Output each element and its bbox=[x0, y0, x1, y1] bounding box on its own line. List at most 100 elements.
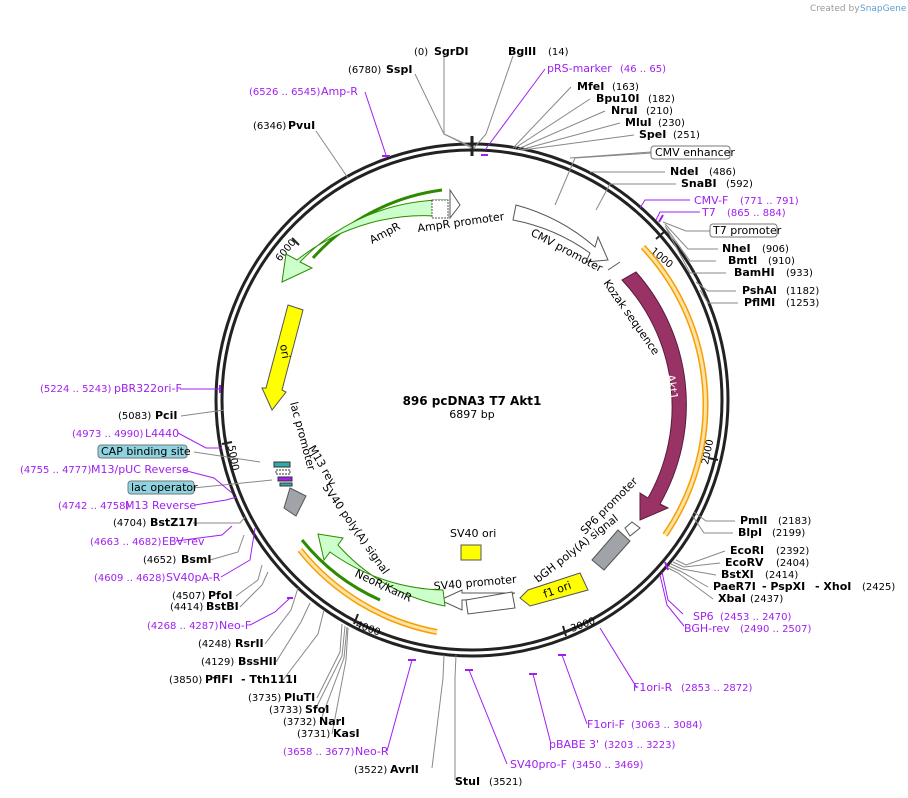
enzyme-ecori-pos: (2392) bbox=[776, 546, 809, 557]
primer-pbabe3-pos: (3203 .. 3223) bbox=[604, 740, 676, 751]
primer-sv40pa-r: SV40pA-R bbox=[166, 571, 221, 584]
enzyme-nari-pos: (3732) bbox=[283, 717, 316, 728]
tick-5000-mark bbox=[221, 441, 233, 445]
primer-ebv-rev-pos: (4663 .. 4682) bbox=[90, 537, 162, 548]
enzyme-nhei-pos: (906) bbox=[762, 244, 789, 255]
enzyme-pshai-pos: (1182) bbox=[786, 286, 819, 297]
plasmid-name: 896 pcDNA3 T7 Akt1 bbox=[403, 394, 542, 408]
enzyme-bglii: BglII bbox=[508, 45, 536, 58]
primer-leaders bbox=[175, 68, 700, 765]
enzyme-stui-pos: (3521) bbox=[489, 777, 522, 788]
enzyme-avrii: AvrII bbox=[390, 763, 419, 776]
t7-promoter-box bbox=[709, 223, 778, 238]
enzyme-xbai-pos: (2437) bbox=[750, 594, 783, 605]
bgh-polya-block bbox=[591, 529, 631, 571]
akt1-arrow bbox=[621, 271, 687, 521]
primer-l4440-pos: (4973 .. 4990) bbox=[72, 429, 144, 440]
ampr-label: AmpR bbox=[367, 220, 402, 247]
ampr-arrow bbox=[281, 199, 449, 283]
ampr-promoter-arrow bbox=[449, 188, 461, 220]
primer-m13-reverse-pos: (4742 .. 4758) bbox=[58, 501, 130, 512]
enzyme-pluti-pos: (3735) bbox=[248, 693, 281, 704]
enzyme-bstxi-pos: (2414) bbox=[765, 570, 798, 581]
ampr-start-box bbox=[431, 199, 449, 219]
lac-operator-mark bbox=[279, 482, 293, 487]
tick-4000: 4000 bbox=[354, 619, 382, 638]
enzyme-bamhi: BamHI bbox=[734, 266, 775, 279]
enzyme-nhei: NheI bbox=[722, 242, 751, 255]
enzyme-ecori: EcoRI bbox=[730, 544, 764, 557]
enzyme-pflmi: PflMI bbox=[744, 296, 775, 309]
enzyme-blpi: BlpI bbox=[738, 526, 762, 539]
tick-3000-mark bbox=[562, 625, 567, 637]
primer-amp-r: Amp-R bbox=[321, 85, 358, 98]
enzyme-bmti-pos: (910) bbox=[768, 256, 795, 267]
enzyme-bpu10i-pos: (182) bbox=[648, 94, 675, 105]
primer-bgh-rev: BGH-rev bbox=[684, 622, 730, 635]
enzyme-pcii: PciI bbox=[155, 409, 177, 422]
enzyme-xhoi: - XhoI bbox=[815, 580, 851, 593]
lac-promoter-mark bbox=[275, 469, 291, 475]
primer-neo-r-pos: (3658 .. 3677) bbox=[283, 747, 355, 758]
ampr-ring-line bbox=[311, 188, 443, 260]
sv40-ori-label: SV40 ori bbox=[450, 527, 496, 540]
enzyme-pluti: PluTI bbox=[284, 691, 315, 704]
enzyme-sfoi: SfoI bbox=[305, 703, 329, 716]
enzyme-spei: SpeI bbox=[639, 128, 666, 141]
primer-t7: T7 bbox=[701, 206, 716, 219]
enzyme-pvui-pos: (6346) bbox=[253, 121, 286, 132]
enzyme-blpi-pos: (2199) bbox=[772, 528, 805, 539]
enzyme-pflfi-pos: (3850) bbox=[169, 675, 202, 686]
tick-2000-mark bbox=[707, 457, 719, 461]
enzyme-bsshii-pos: (4129) bbox=[201, 657, 234, 668]
primer-sv40pa-r-pos: (4609 .. 4628) bbox=[94, 573, 166, 584]
enzyme-ndei: NdeI bbox=[670, 165, 699, 178]
neor-arrow bbox=[317, 533, 446, 607]
enzyme-sfoi-pos: (3733) bbox=[269, 705, 302, 716]
orange-ring-neo-inner bbox=[298, 549, 438, 634]
primer-sp6-pos: (2453 .. 2470) bbox=[720, 612, 792, 623]
enzyme-mlui: MluI bbox=[625, 116, 652, 129]
enzyme-sgrdi-pos: (0) bbox=[414, 47, 428, 58]
enzyme-pvui: PvuI bbox=[288, 119, 315, 132]
enzyme-bstbi: BstBI bbox=[206, 600, 239, 613]
lac-operator-label: lac operator bbox=[131, 481, 198, 494]
enzyme-pmli-pos: (2183) bbox=[778, 516, 811, 527]
primer-ebv-rev: EBV-rev bbox=[162, 535, 205, 548]
primer-sp6: SP6 bbox=[693, 610, 714, 623]
enzyme-avrii-pos: (3522) bbox=[354, 765, 387, 776]
primer-pbabe3: pBABE 3' bbox=[549, 738, 599, 751]
ori-label: ori bbox=[277, 343, 292, 359]
primer-pbr322ori-f: pBR322ori-F bbox=[114, 382, 182, 395]
primer-m13-reverse: M13 Reverse bbox=[125, 499, 196, 512]
primer-neo-f-pos: (4268 .. 4287) bbox=[147, 621, 219, 632]
enzyme-nrui: NruI bbox=[611, 104, 638, 117]
enzyme-bamhi-pos: (933) bbox=[786, 268, 813, 279]
enzyme-rsrii: RsrII bbox=[235, 637, 264, 650]
enzyme-snabi: SnaBI bbox=[681, 177, 717, 190]
enzyme-bsmi: BsmI bbox=[181, 553, 212, 566]
primer-f1ori-f-pos: (3063 .. 3084) bbox=[631, 720, 703, 731]
cmv-promoter-arrow bbox=[512, 204, 609, 263]
enzyme-snabi-pos: (592) bbox=[726, 179, 753, 190]
cap-binding-site-label: CAP binding site bbox=[101, 445, 191, 458]
enzyme-bstxi: BstXI bbox=[721, 568, 754, 581]
cap-site-mark bbox=[273, 461, 291, 468]
akt1-label: Akt1 bbox=[664, 374, 680, 401]
primer-f1ori-r-pos: (2853 .. 2872) bbox=[681, 683, 753, 694]
enzyme-ndei-pos: (486) bbox=[709, 167, 736, 178]
credit-prefix: Created by bbox=[810, 4, 860, 14]
enzyme-sspi: SspI bbox=[386, 63, 412, 76]
enzyme-nrui-pos: (210) bbox=[646, 106, 673, 117]
enzyme-sgrdi: SgrDI bbox=[434, 45, 468, 58]
enzyme-mlui-pos: (230) bbox=[658, 118, 685, 129]
sp6-promoter-arrow bbox=[624, 521, 641, 537]
tick-1000-mark bbox=[655, 231, 665, 240]
t7-promoter-label: T7 promoter bbox=[712, 224, 782, 237]
enzyme-bstz17i: BstZ17I bbox=[150, 516, 198, 529]
enzyme-paer7i: PaeR7I bbox=[713, 580, 756, 593]
enzyme-spei-pos: (251) bbox=[673, 130, 700, 141]
enzyme-mfei-pos: (163) bbox=[612, 82, 639, 93]
sv40-ori-box bbox=[460, 544, 482, 561]
kozak-mark bbox=[607, 261, 621, 271]
